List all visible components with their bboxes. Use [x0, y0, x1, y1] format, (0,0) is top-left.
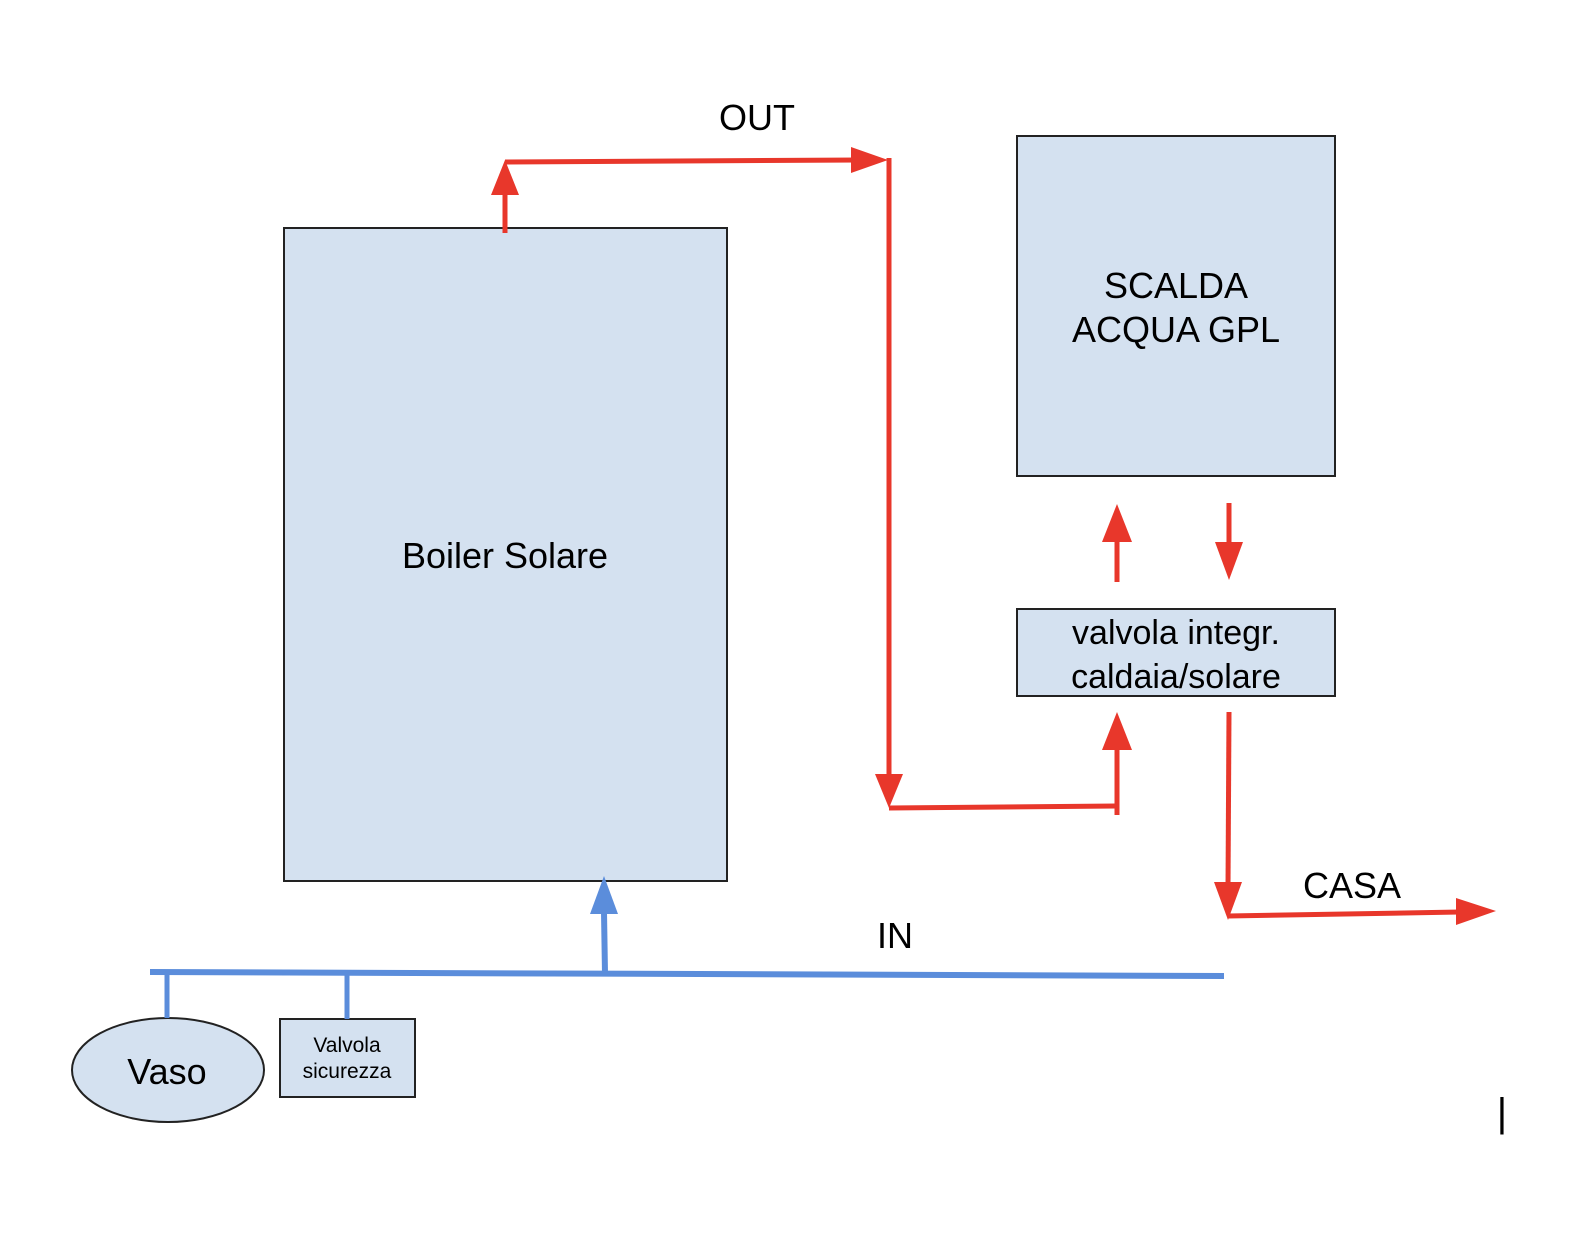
out-label: OUT: [719, 97, 795, 138]
casa-pipe: [1227, 909, 1461, 919]
hot-to-valve-arrowhead: [1102, 712, 1132, 750]
hot-bottom-pipe: [888, 803, 1118, 811]
safety-label-line1: Valvola: [313, 1034, 381, 1057]
gpl-heater-box: [1016, 135, 1336, 477]
valve-label-line2: caldaia/solare: [1071, 658, 1281, 696]
hot-out-arrowhead: [851, 147, 888, 173]
cold-inlet-pipe: [149, 969, 1225, 979]
text-cursor-mark: |: [1497, 1091, 1507, 1135]
valve-label-line1: valvola integr.: [1072, 614, 1280, 652]
valve-outlet-arrowhead: [1214, 882, 1242, 920]
casa-label: CASA: [1303, 865, 1401, 906]
gpl-to-valve-arrowhead: [1215, 542, 1243, 580]
gpl-label-line2: ACQUA GPL: [1072, 309, 1280, 350]
casa-arrowhead: [1456, 898, 1496, 925]
gpl-label-line1: SCALDA: [1104, 265, 1248, 306]
cold-riser-pipe: [601, 911, 608, 975]
cold-inlet-arrowhead: [590, 876, 618, 914]
safety-label-line2: sicurezza: [303, 1060, 392, 1083]
valve-to-gpl-arrowhead: [1102, 504, 1132, 542]
in-label: IN: [877, 915, 913, 956]
boiler-label: Boiler Solare: [402, 535, 608, 576]
integration-valve-box: [1016, 608, 1336, 697]
boiler-box: [283, 227, 728, 882]
hot-out-pipe: [504, 157, 861, 165]
hot-down-arrowhead: [875, 774, 903, 808]
safety-valve-box: [279, 1018, 416, 1098]
valve-outlet-pipe: [1225, 711, 1232, 889]
hot-outlet-arrowhead: [491, 160, 519, 195]
vaso-label: Vaso: [127, 1051, 206, 1092]
